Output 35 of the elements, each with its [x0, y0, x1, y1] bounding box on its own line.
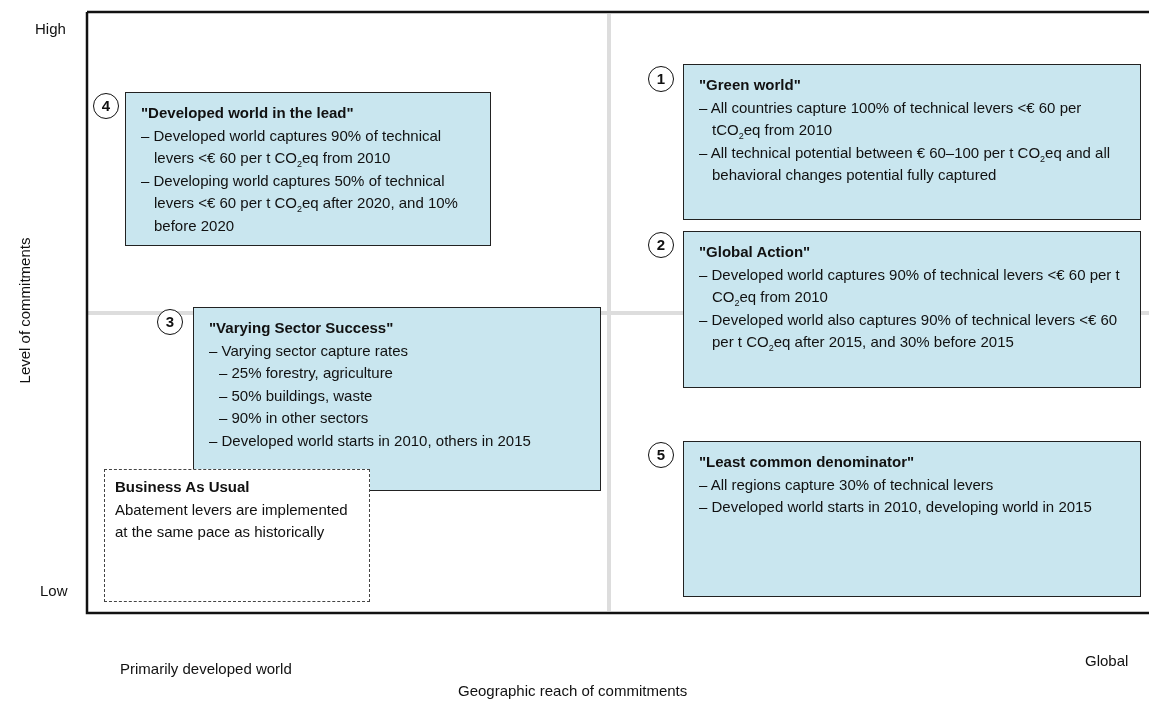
axis-tick-label: Low	[40, 582, 68, 599]
bullet-text: – 90% in other sectors	[219, 408, 370, 428]
dashed-text-box	[104, 469, 370, 602]
bullet-text: – Developed world captures 90% of technical levers <€ 60 per t CO$_{2}$eq from 2010	[141, 125, 443, 170]
scenario-box	[683, 64, 1141, 220]
bullet-text: – Varying sector capture rates	[209, 340, 409, 361]
axis-tick-label: Global	[1085, 652, 1129, 669]
number-circle: 1	[648, 66, 674, 92]
axis-title: Geographic reach of commitments	[458, 682, 688, 699]
box-heading: "Global Action"	[699, 242, 812, 262]
scenario-box	[683, 231, 1141, 388]
bullet-text: – Developed world starts in 2010, others in 2015	[209, 430, 532, 451]
box-heading: "Varying Sector Success"	[209, 318, 395, 338]
number-circle: 4	[93, 93, 119, 119]
bullet-text: – Developing world captures 50% of technical levers <€ 60 per t CO$_{2}$eq after 2020, and 10% before 2020	[141, 170, 459, 236]
scenario-box	[683, 441, 1141, 597]
number-circle: 3	[157, 309, 183, 335]
bullet-text: – Developed world starts in 2010, developing world in 2015	[699, 497, 1093, 517]
axis-title: Level of commitments	[16, 237, 34, 384]
bullet-text: – All technical potential between € 60–100 per t CO$_{2}$eq and all behavioral changes potential fully captured	[699, 142, 1112, 185]
box-heading: Business As Usual	[115, 477, 251, 497]
axis-tick-label: High	[35, 20, 66, 37]
box-heading: "Least common denominator"	[699, 452, 916, 472]
box-heading: "Developed world in the lead"	[141, 103, 355, 123]
number-circle: 2	[648, 232, 674, 258]
box-heading: "Green world"	[699, 75, 802, 95]
box-description: Abatement levers are implemented at the same pace as historically	[115, 499, 349, 542]
bullet-text: – Developed world captures 90% of technical levers <€ 60 per t CO$_{2}$eq from 2010	[699, 264, 1121, 309]
bullet-text: – All regions capture 30% of technical levers	[699, 474, 995, 495]
bullet-text: – 25% forestry, agriculture	[219, 363, 394, 383]
bullet-text: – 50% buildings, waste	[219, 385, 374, 406]
number-circle: 5	[648, 442, 674, 468]
axis-tick-label: Primarily developed world	[120, 660, 292, 677]
bullet-text: – Developed world also captures 90% of technical levers <€ 60 per t CO$_{2}$eq after 2015, and 30% before 2015	[699, 309, 1119, 354]
scenario-box	[125, 92, 491, 246]
